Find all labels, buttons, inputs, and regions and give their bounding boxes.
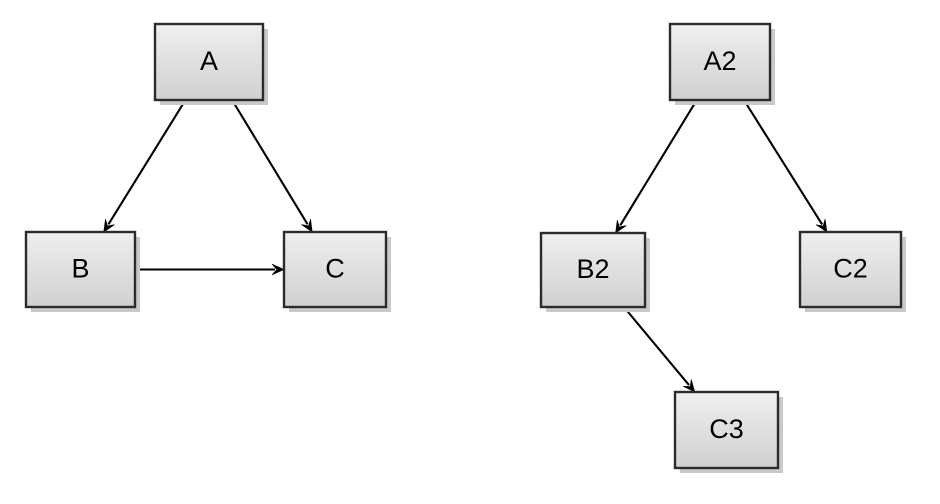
edge-b-c[interactable] (135, 263, 285, 276)
node-a[interactable]: A (153, 22, 268, 105)
node-box[interactable] (668, 22, 772, 102)
node-b[interactable]: B (24, 230, 140, 312)
node-box[interactable] (282, 230, 388, 309)
edge-a2-c2[interactable] (743, 99, 828, 233)
node-box[interactable] (153, 22, 265, 102)
node-box[interactable] (798, 230, 903, 309)
node-a2[interactable]: A2 (668, 22, 775, 105)
node-c3[interactable]: C3 (673, 390, 783, 473)
node-b2[interactable]: B2 (539, 231, 650, 312)
edge-a2-b2[interactable] (615, 99, 698, 234)
arrowhead-icon (103, 219, 115, 233)
node-c[interactable]: C (282, 230, 391, 312)
node-box[interactable] (673, 390, 780, 470)
arrowhead-icon (615, 220, 627, 234)
node-box[interactable] (24, 230, 137, 309)
edge-b2-c3[interactable] (623, 306, 696, 393)
arrowhead-icon (682, 379, 696, 393)
edge-a-c[interactable] (231, 99, 313, 233)
arrowhead-icon (815, 219, 828, 233)
node-box[interactable] (539, 231, 647, 309)
edge-a-b[interactable] (103, 99, 187, 233)
node-c2[interactable]: C2 (798, 230, 906, 312)
arrowhead-icon (271, 263, 285, 276)
edges-layer (103, 99, 828, 393)
arrowhead-icon (301, 219, 313, 233)
